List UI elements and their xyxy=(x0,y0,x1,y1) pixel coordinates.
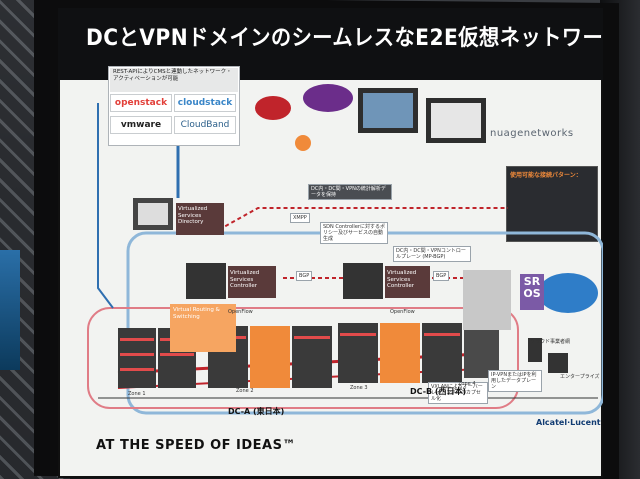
dc-vpn-note: DC内・DC間・VPNコントロールプレーン (MP-BGP) xyxy=(393,246,471,262)
bgp-tag-2: BGP xyxy=(433,271,450,281)
openflow-label-1: OpenFlow xyxy=(228,309,253,315)
building-icon-2 xyxy=(548,353,568,373)
cloud-icon xyxy=(538,273,598,313)
nuage-logo: nuagenetworks xyxy=(490,128,574,139)
vsc-right-icon xyxy=(343,263,383,299)
vsc-right-label: Virtualized Services Controller xyxy=(387,270,417,289)
openstack-logo: openstack xyxy=(110,94,172,112)
cloud-label: クラウド事業者網 xyxy=(530,339,571,345)
vsc-left-label-bg xyxy=(228,266,276,298)
vpn-cloud-icon xyxy=(303,84,353,112)
pattern-legend xyxy=(506,166,598,242)
sdn-note: SDN Controllerに対するポリシー及びサービスの自動生成 xyxy=(320,222,388,244)
zone-1-label: Zone 1 xyxy=(128,391,146,397)
api-text: REST-APIによりCMSと連動したネットワーク・アクティベーションが可能 xyxy=(110,68,238,92)
left-arrow xyxy=(97,103,114,309)
vmware-logo: vmware xyxy=(110,116,172,134)
poster-title: DCとVPNドメインのシームレスなE2E仮想ネットワーク接続 xyxy=(86,26,603,51)
background-screen xyxy=(0,250,20,370)
dc-b-label: DC-B (西日本) xyxy=(410,387,467,396)
vsd-label: Virtualized Services Directory xyxy=(178,206,208,225)
vsc-left-icon xyxy=(186,263,226,299)
xmpp-tag: XMPP xyxy=(290,213,310,223)
internet-cloud-icon xyxy=(255,96,291,120)
vsc-left-label: Virtualized Services Controller xyxy=(230,270,260,289)
vxlan-note: VXLANによるオーバーレイトンネルのカプセル化 xyxy=(428,382,488,404)
xmpp-line xyxy=(212,207,508,234)
dc-vpn-note-2: DC内・DC間・VPNの統計解析データを保持 xyxy=(308,184,392,200)
zone-2-label: Zone 2 xyxy=(236,388,254,394)
monitor-screen-2 xyxy=(431,103,481,138)
cloudstack-logo: cloudstack xyxy=(174,94,236,112)
zone-4-label: Zone 4 xyxy=(458,381,476,387)
bgp-tag-1: BGP xyxy=(296,271,313,281)
vrs-box: Virtual Routing & Switching xyxy=(170,304,236,352)
enterprise-label: エンタープライズ xyxy=(560,374,600,380)
vsd-label-bg xyxy=(176,203,224,235)
monitor-screen-1 xyxy=(363,93,413,128)
vsd-screen xyxy=(138,203,168,225)
dc-a-label: DC-A (東日本) xyxy=(228,407,285,416)
poster-panel: DCとVPNドメインのシームレスなE2E仮想ネットワーク接続 REST-APIに… xyxy=(58,8,603,478)
cloudband-logo: CloudBand xyxy=(174,116,236,134)
vpn-loop xyxy=(87,307,519,409)
sr-router xyxy=(463,270,511,330)
tagline: AT THE SPEED OF IDEAS™ xyxy=(96,438,296,453)
router-node-icon xyxy=(295,135,311,151)
ip-note: IP-VPNまたはIPを利用したデータプレーン xyxy=(488,370,542,392)
vsc-right-label-bg xyxy=(385,266,430,298)
sr-os-label: SR OS xyxy=(520,274,544,310)
zone-3-label: Zone 3 xyxy=(350,385,368,391)
vendor-logo: Alcatel·Lucent xyxy=(536,418,601,427)
building-icon-1 xyxy=(528,338,542,362)
legend-title: 使用可能な接続パターン： xyxy=(510,172,582,179)
openflow-label-2: OpenFlow xyxy=(390,309,415,315)
